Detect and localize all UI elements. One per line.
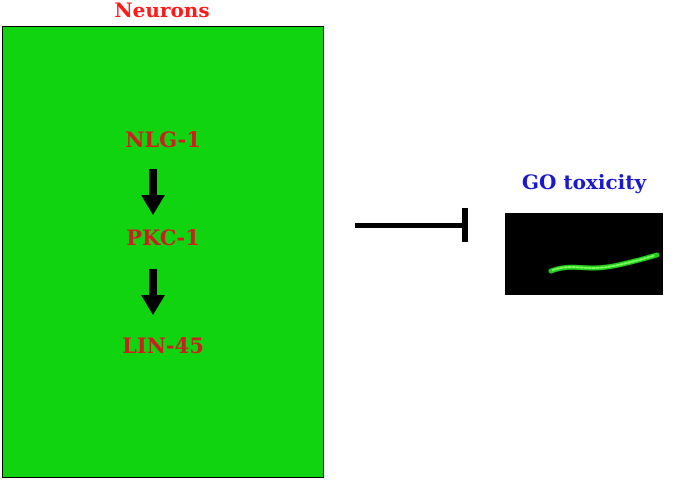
inhibition-bar-icon <box>355 208 468 242</box>
neurons-panel: NLG-1 PKC-1 LIN-45 <box>2 26 324 478</box>
gene-nlg-1: NLG-1 <box>125 127 201 152</box>
gene-pkc-1: PKC-1 <box>126 225 200 250</box>
worm-fluorescence-image <box>505 213 663 295</box>
gene-lin-45: LIN-45 <box>122 333 204 358</box>
go-toxicity-label: GO toxicity <box>521 170 647 194</box>
neurons-title: Neurons <box>114 0 210 22</box>
down-arrow-icon <box>141 169 165 215</box>
down-arrow-icon <box>141 269 165 315</box>
